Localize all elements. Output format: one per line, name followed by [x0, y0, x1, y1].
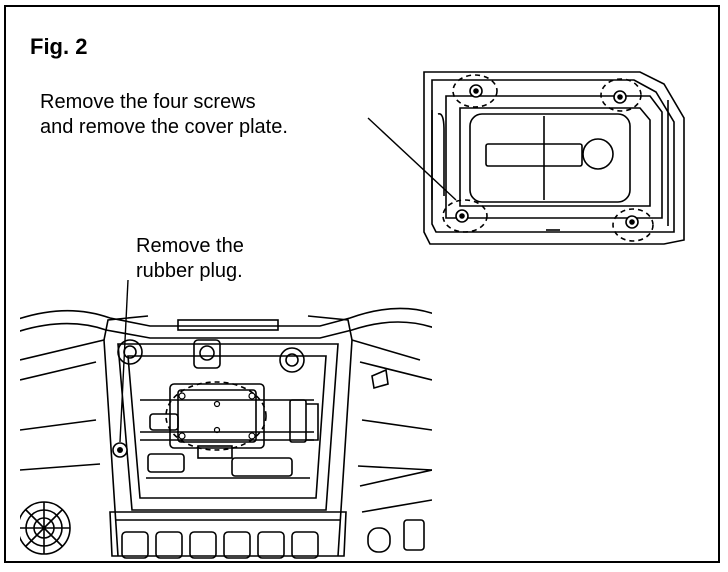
caption-remove-plug: Remove the rubber plug.	[136, 234, 244, 284]
screw-icon	[455, 84, 639, 229]
screw-highlight-circles	[442, 74, 654, 242]
plug-highlight-circle	[165, 381, 267, 451]
figure-frame	[4, 5, 720, 563]
rubber-plug-icon	[112, 442, 128, 458]
caption-line: Remove the	[136, 235, 244, 257]
caption-line: Remove the four screws	[40, 91, 256, 113]
figure-title: Fig. 2	[30, 34, 88, 59]
screws-leader-line	[367, 117, 457, 201]
plug-leader-line	[119, 279, 129, 443]
caption-line: and remove the cover plate.	[40, 116, 288, 138]
caption-remove-screws: Remove the four screws and remove the co…	[40, 90, 288, 140]
dash-bay-drawing	[20, 307, 432, 559]
caption-line: rubber plug.	[136, 260, 243, 282]
